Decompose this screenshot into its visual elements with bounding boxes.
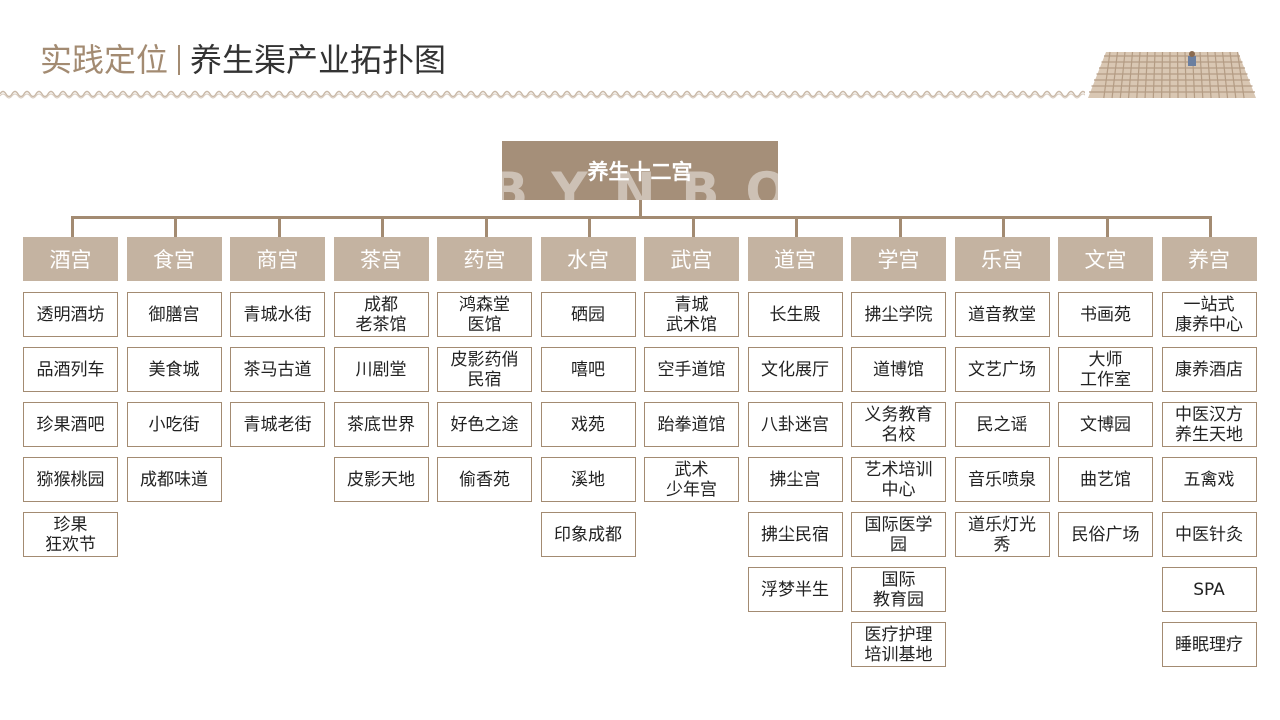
item-node: 透明酒坊 (23, 292, 118, 337)
item-node: 音乐喷泉 (954, 457, 1050, 502)
category-connector (1002, 216, 1005, 237)
category-connector (1105, 216, 1109, 237)
category-node: 食宫 (126, 237, 222, 281)
item-node: SPA (1161, 567, 1257, 612)
item-node: 文化展厅 (747, 347, 843, 392)
category-node: 武宫 (644, 237, 739, 281)
item-node: 猕猴桃园 (23, 457, 118, 502)
item-node: 成都味道 (126, 457, 222, 502)
item-node: 皮影天地 (333, 457, 429, 502)
category-node: 商宫 (230, 237, 325, 281)
category-connector (588, 216, 591, 237)
category-connector (381, 216, 384, 237)
item-node: 拂尘民宿 (747, 512, 843, 557)
horizontal-bus (70, 216, 1211, 219)
item-node: 民俗广场 (1058, 512, 1153, 557)
category-connector (277, 216, 281, 237)
item-node: 武术 少年宫 (644, 457, 739, 502)
item-node: 硒园 (540, 292, 636, 337)
item-node: 拂尘宫 (747, 457, 843, 502)
item-node: 珍果 狂欢节 (23, 512, 118, 557)
item-node: 中医针灸 (1161, 512, 1257, 557)
category-node: 水宫 (540, 237, 636, 281)
category-node: 文宫 (1058, 237, 1153, 281)
item-node: 道乐灯光 秀 (954, 512, 1050, 557)
item-node: 偷香苑 (437, 457, 532, 502)
item-node: 好色之途 (437, 402, 532, 447)
item-node: 一站式 康养中心 (1161, 292, 1257, 337)
category-node: 乐宫 (954, 237, 1050, 281)
item-node: 医疗护理 培训基地 (851, 622, 946, 667)
item-node: 珍果酒吧 (23, 402, 118, 447)
root-connector (639, 200, 642, 217)
category-connector (70, 216, 74, 237)
wave-divider (0, 90, 1085, 99)
item-node: 大师 工作室 (1058, 347, 1153, 392)
item-node: 青城 武术馆 (644, 292, 739, 337)
page-title: 实践定位养生渠产业拓扑图 (40, 40, 446, 80)
title-separator (178, 45, 181, 75)
item-node: 小吃街 (126, 402, 222, 447)
section-label: 实践定位 (40, 41, 169, 79)
item-node: 皮影药俏 民宿 (437, 347, 532, 392)
category-connector (174, 216, 177, 237)
item-node: 溪地 (540, 457, 636, 502)
category-node: 道宫 (747, 237, 843, 281)
category-connector (691, 216, 695, 237)
item-node: 御膳宫 (126, 292, 222, 337)
category-node: 学宫 (851, 237, 946, 281)
item-node: 成都 老茶馆 (333, 292, 429, 337)
item-node: 文艺广场 (954, 347, 1050, 392)
category-connector (898, 216, 902, 237)
item-node: 道博馆 (851, 347, 946, 392)
item-node: 艺术培训 中心 (851, 457, 946, 502)
item-node: 民之谣 (954, 402, 1050, 447)
category-node: 养宫 (1161, 237, 1257, 281)
category-node: 酒宫 (23, 237, 118, 281)
item-node: 空手道馆 (644, 347, 739, 392)
item-node: 青城老街 (230, 402, 325, 447)
item-node: 印象成都 (540, 512, 636, 557)
item-node: 美食城 (126, 347, 222, 392)
roof-tile-illustration (1088, 51, 1256, 99)
item-node: 国际医学 园 (851, 512, 946, 557)
item-node: 浮梦半生 (747, 567, 843, 612)
category-connector (795, 216, 798, 237)
item-node: 鸿森堂 医馆 (437, 292, 532, 337)
item-node: 道音教堂 (954, 292, 1050, 337)
item-node: 长生殿 (747, 292, 843, 337)
item-node: 青城水街 (230, 292, 325, 337)
item-node: 拂尘学院 (851, 292, 946, 337)
diagram-title: 养生渠产业拓扑图 (190, 41, 447, 79)
item-node: 茶底世界 (333, 402, 429, 447)
item-node: 八卦迷宫 (747, 402, 843, 447)
item-node: 睡眠理疗 (1161, 622, 1257, 667)
item-node: 国际 教育园 (851, 567, 946, 612)
category-connector (1209, 216, 1212, 237)
item-node: 品酒列车 (23, 347, 118, 392)
item-node: 茶马古道 (230, 347, 325, 392)
item-node: 中医汉方 养生天地 (1161, 402, 1257, 447)
item-node: 义务教育 名校 (851, 402, 946, 447)
item-node: 五禽戏 (1161, 457, 1257, 502)
category-node: 药宫 (437, 237, 532, 281)
category-connector (484, 216, 488, 237)
item-node: 嘻吧 (540, 347, 636, 392)
item-node: 书画苑 (1058, 292, 1153, 337)
item-node: 跆拳道馆 (644, 402, 739, 447)
item-node: 曲艺馆 (1058, 457, 1153, 502)
category-node: 茶宫 (333, 237, 429, 281)
item-node: 文博园 (1058, 402, 1153, 447)
item-node: 戏苑 (540, 402, 636, 447)
item-node: 川剧堂 (333, 347, 429, 392)
root-node: 养生十二宫 (502, 141, 778, 200)
item-node: 康养酒店 (1161, 347, 1257, 392)
